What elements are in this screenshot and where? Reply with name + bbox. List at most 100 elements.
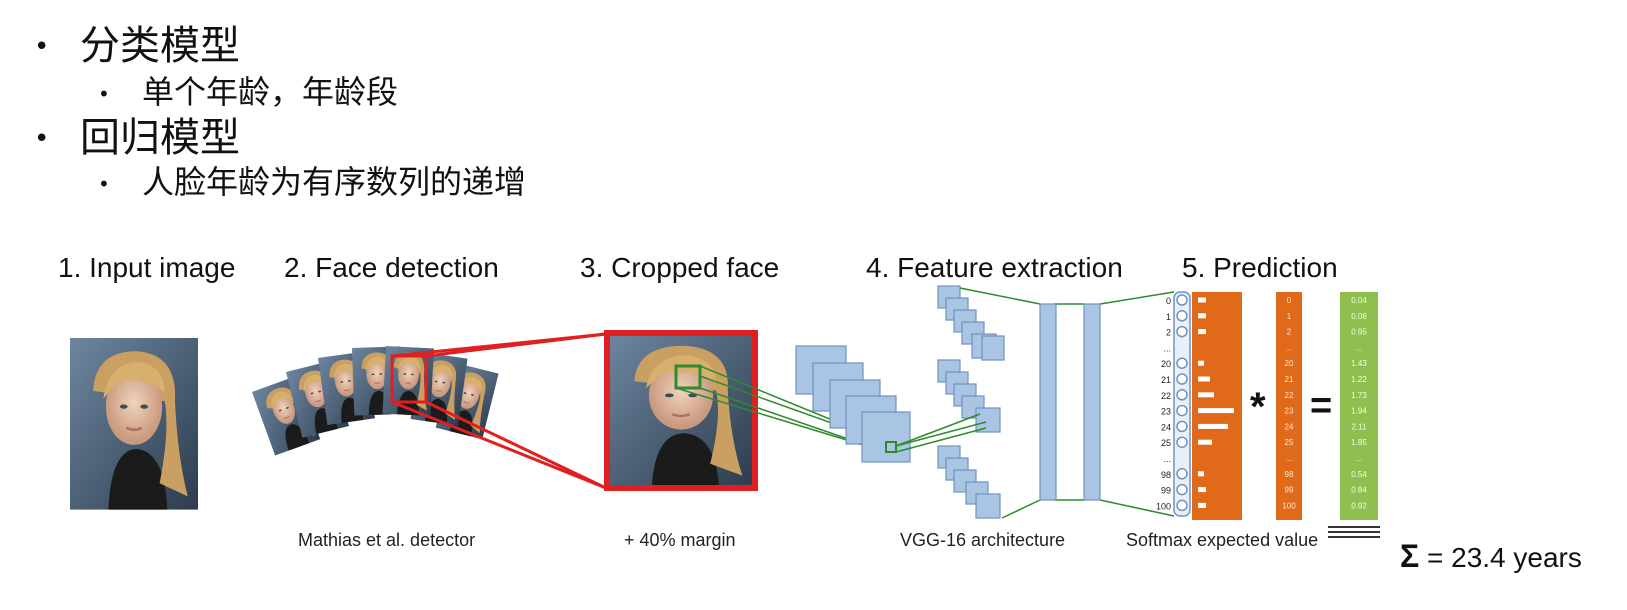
age-vector-value: 100 — [1282, 501, 1296, 510]
age-vector-value: 24 — [1285, 422, 1294, 431]
step-feature-extraction: 4. Feature extraction — [866, 252, 1123, 283]
product-value: 0.04 — [1351, 296, 1367, 305]
age-vector-value: ... — [1286, 343, 1293, 352]
output-neuron — [1176, 404, 1188, 417]
output-neuron — [1176, 483, 1188, 496]
age-label: ... — [1163, 343, 1171, 353]
step-cropped-face: 3. Cropped face — [580, 252, 780, 283]
product-value: 1.85 — [1351, 438, 1367, 447]
bullet-classification-sub: 单个年龄，年龄段 — [142, 73, 399, 111]
output-neurons — [1173, 291, 1191, 517]
output-neuron — [1176, 357, 1188, 369]
output-neuron — [1176, 373, 1188, 385]
bullet-dot: • — [98, 82, 110, 106]
softmax-bar — [1198, 502, 1206, 508]
output-neuron — [1176, 420, 1188, 433]
product-value: 0.95 — [1351, 328, 1367, 337]
age-vector-value: 23 — [1285, 407, 1294, 416]
age-vector-value: ... — [1286, 454, 1293, 463]
product-value: 1.43 — [1351, 359, 1367, 368]
age-vector-value: 0 — [1287, 296, 1292, 305]
caption-softmax: Softmax expected value — [1126, 530, 1319, 550]
fc-layers — [1039, 303, 1101, 501]
caption-detector: Mathias et al. detector — [298, 530, 476, 550]
input-face-photo — [68, 336, 200, 511]
caption-vgg: VGG-16 architecture — [900, 530, 1066, 550]
bullet-dot: • — [34, 32, 50, 62]
age-label: ... — [1163, 454, 1171, 464]
step-prediction: 5. Prediction — [1182, 252, 1338, 283]
age-label: 25 — [1161, 438, 1171, 448]
age-vector-value: 22 — [1285, 391, 1294, 400]
softmax-bar — [1198, 471, 1204, 477]
cropped-face-photo — [604, 330, 758, 491]
age-vector-value: 20 — [1285, 359, 1294, 368]
multiply-sign: * — [1250, 385, 1266, 429]
softmax-bar — [1198, 439, 1212, 445]
equals-sign: = — [1310, 385, 1332, 427]
age-label: 20 — [1161, 359, 1171, 369]
receptive-field-box — [674, 364, 702, 390]
bullet-dot: • — [34, 124, 50, 154]
age-label: 98 — [1161, 470, 1171, 480]
bullet-classification-model: 分类模型 — [80, 23, 240, 69]
softmax-bar — [1198, 376, 1210, 382]
age-label: 2 — [1166, 328, 1171, 338]
age-label: 1 — [1166, 312, 1171, 322]
softmax-bar — [1198, 329, 1206, 335]
product-value: 1.22 — [1351, 375, 1367, 384]
bullet-regression-model: 回归模型 — [80, 115, 240, 161]
bullet-regression-sub: 人脸年龄为有序数列的递增 — [142, 163, 527, 201]
product-value: 1.94 — [1351, 407, 1367, 416]
output-neuron — [1176, 294, 1188, 306]
age-vector-value: 1 — [1287, 312, 1292, 321]
sigma-symbol: Σ — [1400, 538, 1420, 574]
detection-image-fan — [251, 345, 500, 457]
product-value: 0.54 — [1351, 470, 1367, 479]
age-vector — [1276, 292, 1302, 520]
softmax-distribution — [1192, 292, 1242, 520]
softmax-bar — [1198, 313, 1206, 319]
output-neuron — [1176, 499, 1188, 512]
output-neuron — [1176, 436, 1188, 448]
product-value: ... — [1356, 343, 1363, 352]
softmax-bar — [1198, 408, 1234, 414]
age-vector-value: 2 — [1287, 328, 1292, 337]
age-label: 24 — [1161, 422, 1171, 432]
softmax-bar — [1198, 487, 1206, 493]
output-neuron — [1176, 325, 1188, 338]
output-neuron — [1176, 389, 1188, 401]
age-label: 22 — [1161, 391, 1171, 401]
vgg-connection-lines — [895, 287, 1175, 519]
step-input-image: 1. Input image — [58, 252, 236, 283]
age-vector-value: 98 — [1285, 470, 1294, 479]
bullet-dot: • — [98, 172, 110, 196]
output-neuron — [1176, 468, 1188, 480]
product-vector — [1340, 292, 1378, 520]
output-neuron — [1176, 310, 1188, 322]
age-result-value: = 23.4 years — [1426, 542, 1582, 573]
age-result: Σ = 23.4 years — [1400, 538, 1582, 575]
age-label: 100 — [1156, 501, 1171, 511]
age-label: 23 — [1161, 407, 1171, 417]
softmax-bar — [1198, 423, 1228, 429]
softmax-bar — [1198, 392, 1214, 398]
product-value: 1.73 — [1351, 391, 1367, 400]
softmax-bar — [1198, 297, 1206, 303]
caption-margin: + 40% margin — [624, 530, 736, 550]
softmax-bar — [1198, 360, 1204, 366]
product-value: 0.84 — [1351, 486, 1367, 495]
sum-underline — [1328, 526, 1380, 538]
crop-projection-lines — [391, 332, 607, 490]
product-value: 2.11 — [1352, 422, 1368, 431]
product-value: ... — [1356, 454, 1363, 463]
age-vector-value: 25 — [1285, 438, 1294, 447]
step-face-detection: 2. Face detection — [284, 252, 499, 283]
age-vector-value: 99 — [1285, 486, 1294, 495]
age-label: 21 — [1161, 375, 1171, 385]
detection-box — [390, 354, 428, 404]
age-label: 99 — [1161, 486, 1171, 496]
age-label: 0 — [1166, 296, 1171, 306]
product-value: 0.06 — [1351, 312, 1367, 321]
